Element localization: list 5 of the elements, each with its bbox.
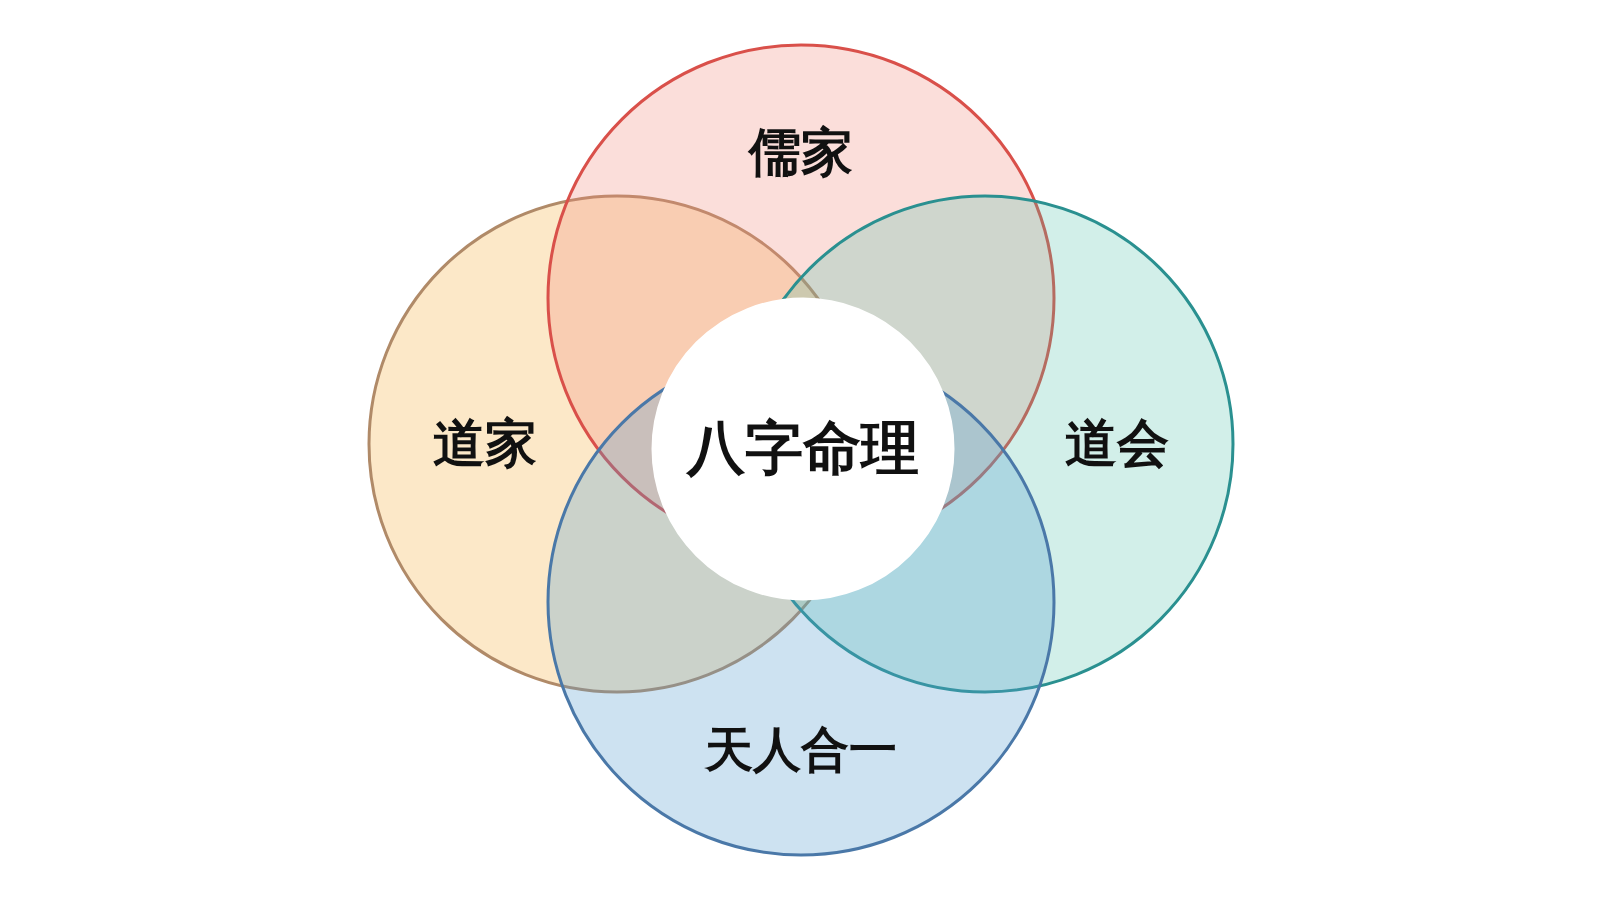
circle-label: 道会	[1065, 411, 1169, 475]
circle-label: 八字命理	[687, 413, 919, 484]
circle-label: 道家	[433, 411, 537, 475]
circle-label: 天人合一	[705, 720, 897, 779]
circle-label: 儒家	[749, 120, 853, 184]
